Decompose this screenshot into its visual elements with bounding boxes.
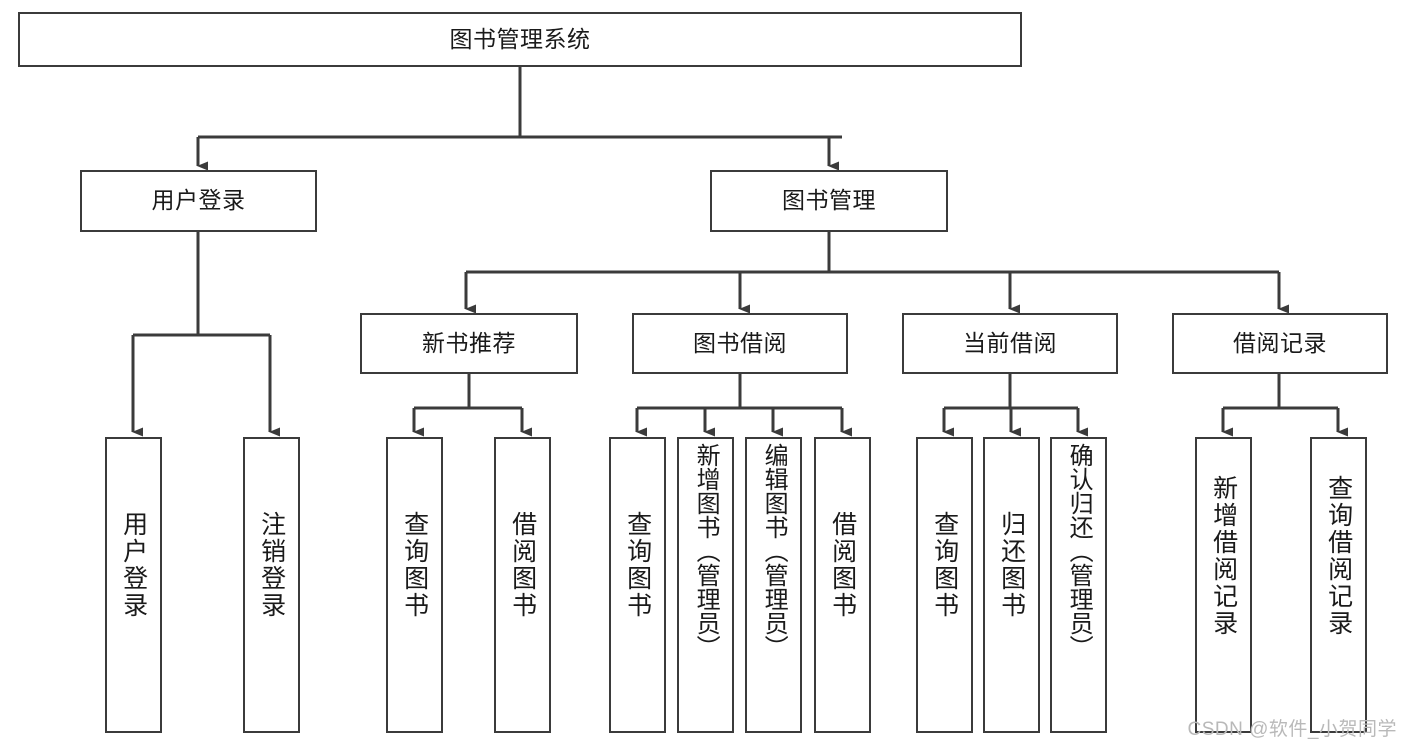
node-new-book-recommendation[interactable]: 新书推荐 [360,313,578,374]
leaf-new-book-borrow-book[interactable]: 借阅图书 [494,437,551,733]
node-book-management[interactable]: 图书管理 [710,170,948,232]
csdn-watermark: CSDN @软件_小贺同学 [1187,719,1397,740]
leaf-current-borrow-confirm-return-admin[interactable]: 确认归还（管理员） [1050,437,1107,733]
leaf-new-book-query-book[interactable]: 查询图书 [386,437,443,733]
node-borrowing-record[interactable]: 借阅记录 [1172,313,1388,374]
node-label: 图书管理系统 [449,25,591,52]
node-label: 新增借阅记录 [1209,475,1238,637]
node-label: 查询图书 [623,511,652,619]
node-label: 新增图书（管理员） [692,443,720,659]
node-label: 查询图书 [930,511,959,619]
node-current-borrowing[interactable]: 当前借阅 [902,313,1118,374]
node-label: 查询借阅记录 [1324,475,1353,637]
leaf-user-login-logout[interactable]: 注销登录 [243,437,300,733]
node-label: 编辑图书（管理员） [760,443,788,659]
node-book-borrowing[interactable]: 图书借阅 [632,313,848,374]
leaf-book-borrow-borrow-book[interactable]: 借阅图书 [814,437,871,733]
node-label: 归还图书 [997,511,1026,619]
node-label: 借阅图书 [828,511,857,619]
node-label: 借阅记录 [1233,329,1327,356]
leaf-book-borrow-edit-book-admin[interactable]: 编辑图书（管理员） [745,437,802,733]
node-label: 图书借阅 [693,329,787,356]
leaf-book-borrow-query-book[interactable]: 查询图书 [609,437,666,733]
leaf-borrow-record-query-record[interactable]: 查询借阅记录 [1310,437,1367,733]
leaf-current-borrow-query-book[interactable]: 查询图书 [916,437,973,733]
node-label: 查询图书 [400,511,429,619]
node-root-book-management-system[interactable]: 图书管理系统 [18,12,1022,67]
leaf-user-login-login[interactable]: 用户登录 [105,437,162,733]
node-label: 用户登录 [119,511,148,619]
node-label: 新书推荐 [422,329,516,356]
node-label: 注销登录 [257,511,286,619]
node-user-login[interactable]: 用户登录 [80,170,317,232]
leaf-current-borrow-return-book[interactable]: 归还图书 [983,437,1040,733]
node-label: 确认归还（管理员） [1065,443,1093,659]
node-label: 用户登录 [151,187,246,214]
leaf-borrow-record-add-record[interactable]: 新增借阅记录 [1195,437,1252,733]
node-label: 图书管理 [782,187,876,214]
leaf-book-borrow-add-book-admin[interactable]: 新增图书（管理员） [677,437,734,733]
node-label: 借阅图书 [508,511,537,619]
node-label: 当前借阅 [963,329,1057,356]
